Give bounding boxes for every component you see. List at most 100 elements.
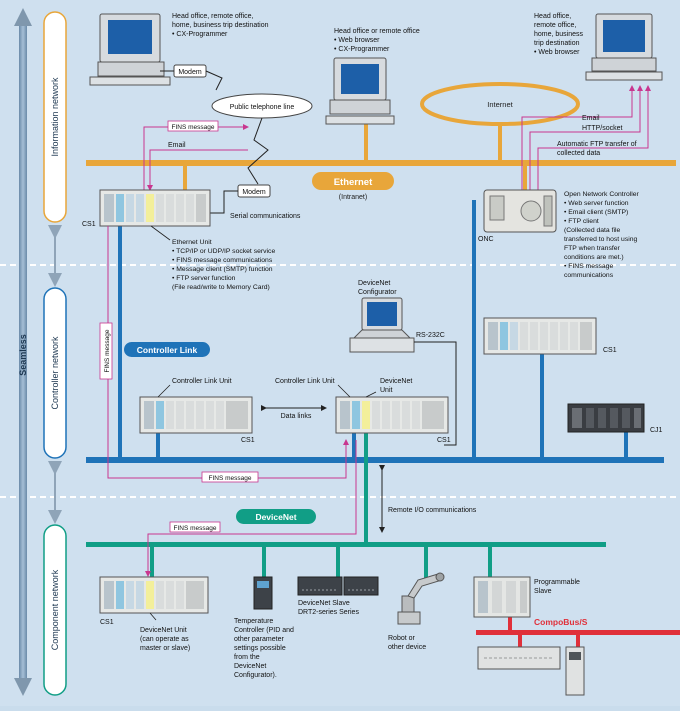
plc-cs1-controller-right [483, 317, 597, 355]
plc-cj1 [567, 403, 645, 433]
modem-bottom-label: Modem [242, 189, 266, 196]
plc-cs1-controller-center [335, 396, 449, 434]
right-ftp-line-2: collected data [557, 150, 600, 157]
controller-link-pill [124, 342, 210, 357]
pc-center-line-3: • CX-Programmer [334, 46, 390, 53]
modem-top-label: Modem [178, 69, 202, 76]
robot-device [397, 572, 445, 625]
onc-desc-10: communications [564, 272, 614, 279]
ethernet-bus [86, 160, 676, 166]
pc-right [585, 13, 663, 81]
configurator-line-1: DeviceNet [358, 280, 390, 287]
internet-label: Internet [487, 100, 513, 109]
pc-left-line-2: home, business trip destination [172, 22, 269, 29]
prog-slave-line-2: Slave [534, 588, 552, 595]
onc-desc-1: Open Network Controller [564, 191, 640, 198]
pc-right-caption: Head office, remote office, home, busine… [534, 13, 584, 56]
onc-desc-5: (Collected data file [564, 227, 621, 234]
serial-comm-label: Serial communications [230, 213, 301, 220]
onc-description: Open Network Controller • Web server fun… [564, 191, 640, 279]
dnu-bottom-line-2: (can operate as [140, 636, 189, 643]
compobus-drop-1 [518, 635, 522, 647]
temp-controller-caption: Temperature Controller (PID and other pa… [234, 618, 294, 679]
configurator-laptop [349, 297, 415, 353]
pc-center-line-2: • Web browser [334, 37, 380, 44]
pc-right-line-1: Head office, [534, 13, 571, 20]
onc-label: ONC [478, 236, 494, 243]
temp-line-3: other parameter [234, 636, 284, 643]
pc-left [89, 13, 171, 86]
robot-line-2: other device [388, 644, 426, 651]
email-arrow-left [147, 149, 248, 191]
devicenet-label: DeviceNet [255, 512, 296, 522]
fins-box-top [167, 120, 219, 132]
ethernet-pill [312, 172, 394, 190]
compobus-drop-slave [508, 617, 512, 630]
onc-desc-6: transferred to host using [564, 236, 638, 243]
right-ftp-line-1: Automatic FTP transfer of [557, 141, 637, 148]
robot-line-1: Robot or [388, 635, 416, 642]
onc-desc-8: conditions are met.) [564, 254, 624, 261]
onc-desc-2: • Web server function [564, 200, 629, 207]
temp-line-7: Configurator). [234, 672, 277, 679]
compobus-slave-2 [565, 646, 585, 696]
data-links-label: Data links [281, 413, 312, 420]
cj1-label: CJ1 [650, 427, 663, 434]
ethernet-unit-line-1: Ethernet Unit [172, 239, 212, 246]
phone-line-top [205, 70, 223, 91]
devicenet-slave-drt2 [297, 576, 379, 596]
serial-cable [205, 190, 238, 214]
dnu-top-line-1: DeviceNet [380, 378, 412, 385]
dnu-leader-top [365, 391, 377, 398]
pc-right-line-5: • Web browser [534, 49, 580, 56]
modem-top: Modem [173, 64, 207, 78]
controller-link-drops [118, 200, 628, 457]
fins-label-bottom: FINS message [174, 525, 217, 532]
dnu-bottom-caption: DeviceNet Unit (can operate as master or… [140, 612, 190, 652]
fins-label-vertical: FINS message [104, 329, 111, 372]
dnu-top-line-2: Unit [380, 387, 393, 394]
fins-arrow-component [145, 440, 357, 577]
dnu-bottom-line-3: master or slave) [140, 645, 190, 652]
cs1-label-component: CS1 [100, 619, 114, 626]
modem-bottom: Modem [237, 184, 271, 198]
configurator-line-2: Configurator [358, 289, 397, 296]
pc-center-line-1: Head office or remote office [334, 28, 420, 35]
plc-cs1-component [99, 576, 209, 614]
email-arrow-right [521, 85, 635, 190]
devicenet-drops [150, 433, 492, 581]
clu-leader-center [337, 384, 351, 398]
plc-cs1-information [99, 189, 211, 227]
ethernet-label: Ethernet [334, 177, 373, 188]
seamless-label: Seamless [18, 334, 28, 376]
ethernet-unit-line-5: • FTP server function [172, 275, 236, 282]
clu-label-left: Controller Link Unit [172, 378, 232, 385]
compobus-slave-1 [477, 646, 561, 670]
rs232c-label: RS-232C [416, 332, 445, 339]
cs1-label-controller-left: CS1 [241, 437, 255, 444]
pc-left-line-3: • CX-Programmer [172, 31, 228, 38]
phone-line-bottom [247, 117, 269, 185]
compobus-bus [476, 630, 680, 635]
onc-desc-9: • FINS message [564, 263, 613, 270]
pc-center-caption: Head office or remote office • Web brows… [334, 28, 420, 53]
drt2-line-1: DeviceNet Slave [298, 600, 350, 607]
pc-right-line-4: trip destination [534, 40, 580, 47]
temp-line-2: Controller (PID and [234, 627, 294, 634]
prog-slave-line-1: Programmable [534, 579, 580, 586]
onc-desc-4: • FTP client [564, 218, 599, 225]
pc-right-line-2: remote office, [534, 22, 576, 29]
clu-label-center: Controller Link Unit [275, 378, 335, 385]
compobus-label: CompoBus/S [534, 617, 588, 627]
temp-line-5: from the [234, 654, 260, 661]
layer-label-component: Component network [50, 569, 60, 650]
plc-cs1-controller-left [139, 396, 253, 434]
ethernet-unit-caption: Ethernet Unit • TCP/IP or UDP/IP socket … [150, 225, 275, 291]
email-label-left: Email [168, 142, 186, 149]
compobus-drop-2 [576, 635, 580, 647]
onc-desc-3: • Email client (SMTP) [564, 209, 628, 216]
pc-left-caption: Head office, remote office, home, busine… [172, 13, 269, 38]
temp-line-6: DeviceNet [234, 663, 266, 670]
onc-device [483, 189, 557, 233]
